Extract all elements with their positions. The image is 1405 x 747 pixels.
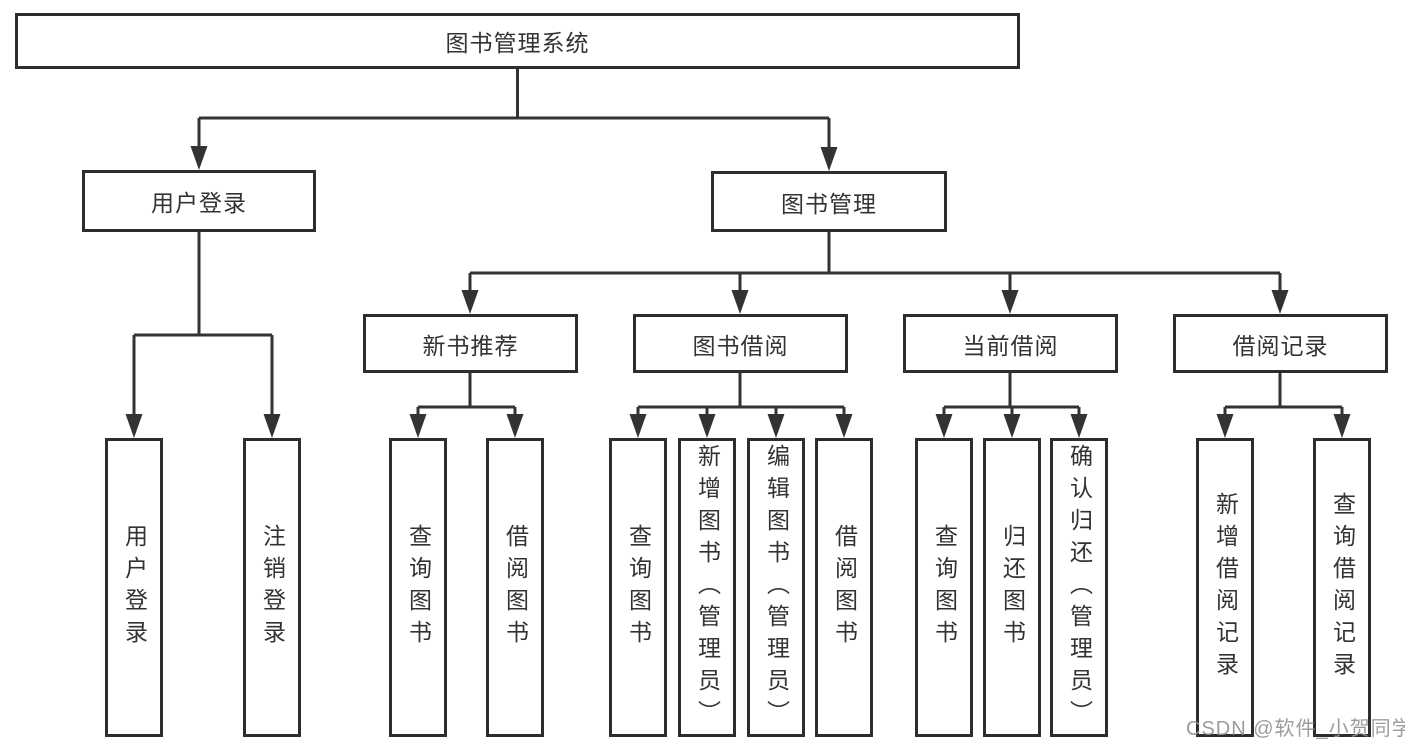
node-borrow-add-leaf-label: 新增图书（管理员） bbox=[694, 443, 721, 732]
node-current-confirm-leaf: 确认归还（管理员） bbox=[1050, 438, 1108, 737]
node-borrow-query-leaf-label: 查询图书 bbox=[625, 523, 652, 652]
node-borrow-query-leaf: 查询图书 bbox=[609, 438, 667, 737]
node-user-login-leaf-label: 用户登录 bbox=[121, 523, 148, 652]
node-user-login: 用户登录 bbox=[82, 170, 316, 232]
node-borrow-add-leaf: 新增图书（管理员） bbox=[678, 438, 736, 737]
node-borrow-book-leaf: 借阅图书 bbox=[815, 438, 873, 737]
node-book-management-label: 图书管理 bbox=[781, 190, 877, 217]
node-logout-leaf-label: 注销登录 bbox=[259, 523, 286, 652]
node-newbooks-query-leaf: 查询图书 bbox=[389, 438, 447, 737]
node-records-add-leaf-label: 新增借阅记录 bbox=[1212, 491, 1239, 684]
node-newbooks-borrow-leaf: 借阅图书 bbox=[486, 438, 544, 737]
node-current-query-leaf: 查询图书 bbox=[915, 438, 973, 737]
node-book-borrow-label: 图书借阅 bbox=[692, 332, 789, 359]
node-new-book-recommend-label: 新书推荐 bbox=[422, 332, 519, 359]
node-borrow-edit-leaf-label: 编辑图书（管理员） bbox=[763, 443, 790, 732]
node-root: 图书管理系统 bbox=[15, 13, 1020, 69]
node-user-login-leaf: 用户登录 bbox=[105, 438, 163, 737]
node-records-add-leaf: 新增借阅记录 bbox=[1196, 438, 1254, 737]
node-records-query-leaf-label: 查询借阅记录 bbox=[1329, 491, 1356, 684]
node-current-return-leaf-label: 归还图书 bbox=[999, 523, 1026, 652]
node-current-borrow: 当前借阅 bbox=[903, 314, 1118, 373]
node-new-book-recommend: 新书推荐 bbox=[363, 314, 578, 373]
node-records-query-leaf: 查询借阅记录 bbox=[1313, 438, 1371, 737]
node-borrow-book-leaf-label: 借阅图书 bbox=[831, 523, 858, 652]
node-user-login-label: 用户登录 bbox=[151, 190, 247, 216]
node-book-management: 图书管理 bbox=[711, 171, 947, 232]
node-newbooks-borrow-leaf-label: 借阅图书 bbox=[502, 523, 529, 652]
node-borrow-edit-leaf: 编辑图书（管理员） bbox=[747, 438, 805, 737]
node-borrow-records-label: 借阅记录 bbox=[1232, 332, 1329, 359]
node-current-return-leaf: 归还图书 bbox=[983, 438, 1041, 737]
node-current-borrow-label: 当前借阅 bbox=[962, 332, 1059, 359]
node-book-borrow: 图书借阅 bbox=[633, 314, 848, 373]
node-logout-leaf: 注销登录 bbox=[243, 438, 301, 737]
node-current-query-leaf-label: 查询图书 bbox=[931, 523, 958, 652]
csdn-watermark: CSDN @软件_小贺同学 bbox=[1186, 718, 1405, 740]
node-borrow-records: 借阅记录 bbox=[1173, 314, 1388, 373]
node-root-label: 图书管理系统 bbox=[445, 30, 590, 56]
node-newbooks-query-leaf-label: 查询图书 bbox=[405, 523, 432, 652]
node-current-confirm-leaf-label: 确认归还（管理员） bbox=[1066, 443, 1093, 732]
